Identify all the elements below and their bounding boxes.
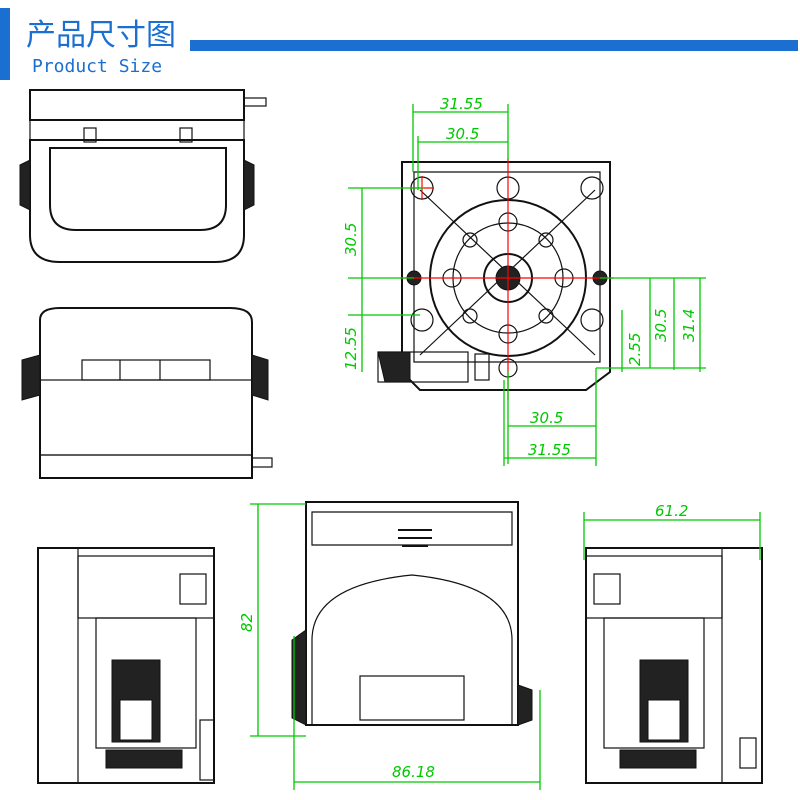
dim-front-right-small: 2.55 <box>626 333 644 366</box>
top-view-body <box>29 139 245 263</box>
back-view-base <box>39 454 253 479</box>
main-side-view <box>291 501 533 726</box>
top-view-clip-left <box>19 159 31 211</box>
top-view-lever <box>49 147 227 231</box>
back-view <box>21 307 273 479</box>
front-dimension-lines <box>348 104 706 466</box>
dim-front-top-outer: 31.55 <box>440 95 483 113</box>
header-underline-bar <box>190 40 798 51</box>
back-view-window <box>81 359 211 381</box>
dim-height: 82 <box>238 613 256 632</box>
top-view-rim <box>29 89 245 121</box>
dim-front-bottom-outer: 31.55 <box>528 441 571 459</box>
back-view-body <box>39 307 253 479</box>
dim-front-bottom-inner: 30.5 <box>530 409 563 427</box>
dim-front-top-inner: 30.5 <box>446 125 479 143</box>
dim-front-right-mid: 30.5 <box>652 309 670 342</box>
back-view-tab <box>251 457 273 468</box>
dim-front-left-lower: 12.55 <box>342 327 360 370</box>
header: 产品尺寸图 Product Size <box>0 8 798 80</box>
back-view-clip-right <box>251 354 269 401</box>
front-view <box>377 161 611 391</box>
top-view-clip-right <box>243 159 255 211</box>
dim-front-left-upper: 30.5 <box>342 223 360 256</box>
dim-depth: 61.2 <box>655 502 688 520</box>
main-side-body <box>305 501 519 726</box>
front-view-latch <box>377 351 469 383</box>
dim-width: 86.18 <box>392 763 435 781</box>
left-side-view <box>37 547 215 784</box>
header-accent-bar <box>0 8 10 80</box>
right-side-view <box>585 547 763 784</box>
title-chinese: 产品尺寸图 <box>26 18 176 53</box>
dim-front-right-outer: 31.4 <box>680 309 698 342</box>
title-english: Product Size <box>32 56 162 77</box>
main-side-clip-left <box>291 629 307 726</box>
dimension-labels: 31.55 30.5 30.5 12.55 2.55 30.5 31.4 30.… <box>238 95 698 781</box>
main-side-label-panel <box>359 675 465 721</box>
top-view <box>19 89 267 263</box>
front-view-inner <box>413 171 601 363</box>
bottom-dimension-lines <box>250 503 761 790</box>
top-view-band <box>29 119 245 141</box>
back-view-panel <box>39 379 253 456</box>
top-view-slot-left <box>83 127 97 143</box>
back-view-clip-left <box>21 354 41 401</box>
main-side-clip-right <box>517 684 533 726</box>
top-view-slot-right <box>179 127 193 143</box>
top-view-tab <box>243 97 267 107</box>
